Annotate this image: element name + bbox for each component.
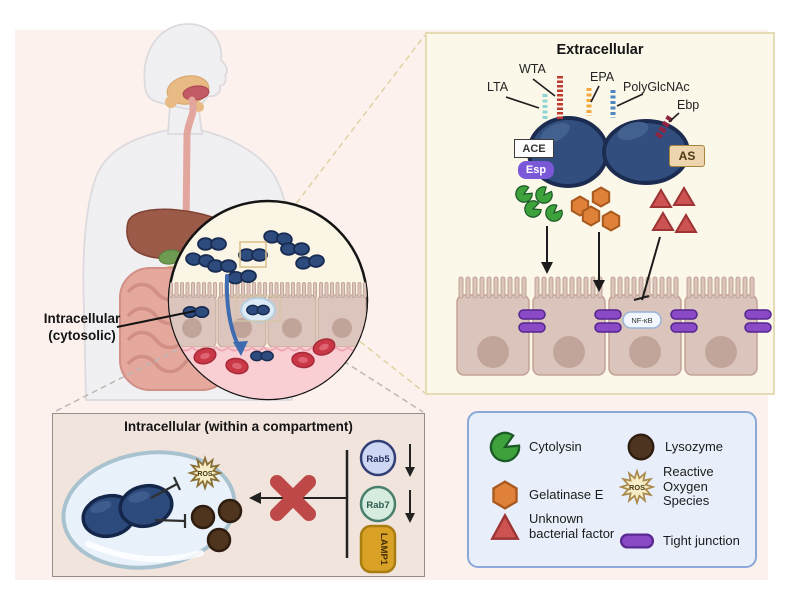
cytosolic-pointer-line bbox=[116, 310, 196, 328]
legend-item-tight-junction: Tight junction bbox=[619, 525, 740, 557]
legend-label: Tight junction bbox=[663, 532, 740, 548]
gelatinase-group bbox=[570, 186, 621, 232]
cytosolic-label-line1: Intracellular bbox=[43, 311, 121, 326]
rab7-text: Rab7 bbox=[366, 500, 389, 511]
ebp-label: Ebp bbox=[677, 98, 700, 112]
rab5-marker: Rab5 bbox=[359, 439, 397, 477]
extracellular-panel: Extracellular bbox=[425, 32, 775, 395]
ros-icon: ROS bbox=[619, 468, 655, 505]
extracellular-graphics: NF-κB bbox=[456, 76, 772, 376]
action-arrows bbox=[541, 226, 661, 301]
cytolysin-group bbox=[512, 182, 566, 226]
rab7-marker: Rab7 bbox=[359, 485, 397, 523]
epithelium: NF-κB bbox=[456, 279, 772, 376]
ros-icon-text: ROS bbox=[629, 483, 645, 492]
cytosolic-label-line2: (cytosolic) bbox=[48, 327, 116, 343]
ros-burst: ROS bbox=[187, 455, 223, 491]
wta-label: WTA bbox=[519, 62, 546, 76]
legend-item-gelatinase: Gelatinase E bbox=[489, 479, 603, 511]
nfkb-text: NF-κB bbox=[631, 316, 652, 325]
inhibition-bars bbox=[150, 476, 187, 528]
legend-item-ros: ROS Reactive Oxygen Species bbox=[619, 464, 743, 509]
ace-tag: ACE bbox=[514, 139, 554, 158]
lysozyme-granules bbox=[190, 498, 243, 553]
compartment-panel: Intracellular (within a compartment) ROS bbox=[52, 413, 425, 577]
esp-tag: Esp bbox=[518, 161, 554, 179]
circle-blood-bacteria bbox=[250, 350, 274, 362]
rab5-text: Rab5 bbox=[366, 454, 390, 465]
ros-burst-text: ROS bbox=[197, 471, 213, 478]
compartment-title: Intracellular (within a compartment) bbox=[124, 419, 353, 434]
blocked-arrow bbox=[249, 475, 346, 521]
nuclei bbox=[477, 336, 737, 368]
cytolysin-icon bbox=[489, 431, 521, 463]
legend-item-lysozyme: Lysozyme bbox=[625, 431, 723, 463]
legend-item-cytolysin: Cytolysin bbox=[489, 431, 582, 463]
legend-label: Reactive Oxygen Species bbox=[663, 464, 714, 509]
maturation-arrows bbox=[405, 444, 415, 523]
unknown-factor-icon bbox=[490, 512, 520, 540]
legend-label: Gelatinase E bbox=[529, 486, 604, 502]
nfkb-capsule: NF-κB bbox=[622, 311, 662, 329]
legend-label: Cytolysin bbox=[529, 438, 582, 454]
legend-label: Unknown bacterial factor bbox=[529, 511, 615, 541]
unknown-factor-group bbox=[650, 187, 697, 233]
polyglcnac-label: PolyGlcNAc bbox=[623, 80, 690, 94]
gelatinase-icon bbox=[492, 480, 518, 510]
ebp-pilus bbox=[655, 114, 674, 139]
legend-panel: Cytolysin Lysozyme Gelatinase E ROS Reac… bbox=[467, 411, 757, 568]
lamp1-marker: LAMP1 bbox=[359, 524, 397, 574]
as-tag: AS bbox=[669, 145, 705, 167]
vacuole-bacteria bbox=[81, 483, 174, 539]
cytosolic-label: Intracellular (cytosolic) bbox=[16, 311, 148, 345]
lta-label: LTA bbox=[487, 80, 509, 94]
circle-vacuole bbox=[240, 297, 276, 323]
esophagus bbox=[182, 96, 197, 236]
tight-junction-icon bbox=[619, 533, 655, 549]
red-x bbox=[270, 475, 316, 521]
surface-label-lines bbox=[505, 78, 680, 123]
tight-junctions bbox=[518, 309, 772, 333]
extracellular-zoom-square bbox=[239, 241, 267, 268]
legend-item-unknown-factor: Unknown bacterial factor bbox=[489, 511, 619, 543]
lamp1-text: LAMP1 bbox=[378, 533, 389, 566]
vacuole-zoom-square bbox=[235, 295, 281, 322]
legend-label: Lysozyme bbox=[665, 438, 724, 454]
extracellular-title: Extracellular bbox=[556, 42, 644, 58]
translocation-arrow bbox=[224, 274, 248, 356]
epa-label: EPA bbox=[590, 70, 615, 84]
compartment-graphics: ROS Rab bbox=[61, 439, 415, 574]
lysozyme-icon bbox=[627, 433, 655, 461]
surface-structures bbox=[542, 76, 674, 139]
